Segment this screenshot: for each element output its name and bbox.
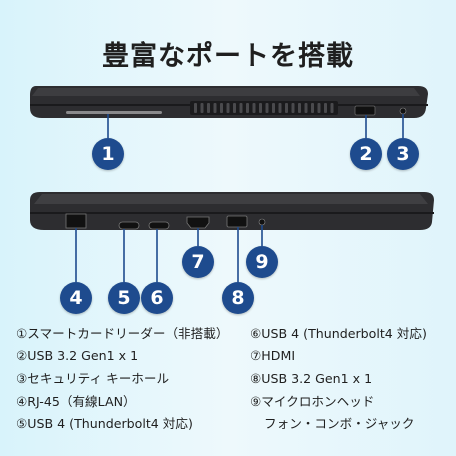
vent-slat: [239, 103, 243, 113]
marker-5: 5: [108, 282, 140, 314]
usb-c-port-1: [118, 221, 140, 230]
usb-a-port: [354, 105, 376, 116]
vent-slat: [252, 103, 256, 113]
security-keyhole: [399, 107, 407, 115]
vent-slat: [324, 103, 327, 113]
spec-left-4: ④RJ-45（有線LAN）: [16, 394, 136, 409]
spec-right-2: ⑦HDMI: [250, 348, 296, 363]
marker-9: 9: [246, 246, 278, 278]
spec-right-1: ⑥USB 4 (Thunderbolt4 対応): [250, 326, 427, 341]
spec-left-5: ⑤USB 4 (Thunderbolt4 対応): [16, 416, 193, 431]
vent-slat: [285, 103, 288, 113]
spec-left-3: ③セキュリティ キーホール: [16, 371, 170, 386]
vent-slat: [330, 103, 334, 113]
vent-slat: [200, 103, 204, 113]
audio-jack: [258, 218, 266, 226]
marker-8: 8: [222, 282, 254, 314]
marker-6: 6: [141, 282, 173, 314]
leader-lines: [75, 114, 404, 282]
laptop-right-side: [30, 86, 428, 118]
page-title: 豊富なポートを搭載: [102, 41, 354, 72]
spec-right-5: フォン・コンボ・ジャック: [264, 416, 415, 431]
rj45-port: [65, 213, 87, 229]
marker-3: 3: [387, 138, 419, 170]
vent-slat: [246, 103, 249, 113]
vent-slat: [317, 103, 321, 113]
hdmi-port: [186, 216, 210, 229]
vent-grille: [190, 101, 338, 115]
smartcard-slot: [66, 111, 162, 114]
vent-slat: [213, 103, 217, 113]
vent-slat: [220, 103, 223, 113]
spec-left-1: ①スマートカードリーダー（非搭載）: [16, 326, 229, 341]
vent-slat: [272, 103, 275, 113]
vent-slat: [194, 103, 197, 113]
vent-slat: [311, 103, 314, 113]
spec-left-2: ②USB 3.2 Gen1 x 1: [16, 348, 139, 363]
vent-slat: [233, 103, 236, 113]
marker-1: 1: [92, 138, 124, 170]
laptop-left-side: [30, 192, 434, 230]
marker-7: 7: [182, 246, 214, 278]
spec-right-4: ⑨マイクロホンヘッド: [250, 394, 375, 409]
vent-slat: [278, 103, 282, 113]
vent-slat: [226, 103, 230, 113]
usb-a-port-left: [226, 215, 248, 228]
usb-c-port-2: [148, 221, 170, 230]
marker-4: 4: [60, 282, 92, 314]
vent-slat: [265, 103, 269, 113]
marker-2: 2: [350, 138, 382, 170]
spec-right-3: ⑧USB 3.2 Gen1 x 1: [250, 371, 373, 386]
vent-slat: [298, 103, 301, 113]
vent-slat: [304, 103, 308, 113]
vent-slat: [291, 103, 295, 113]
vent-slat: [259, 103, 262, 113]
vent-slat: [207, 103, 210, 113]
